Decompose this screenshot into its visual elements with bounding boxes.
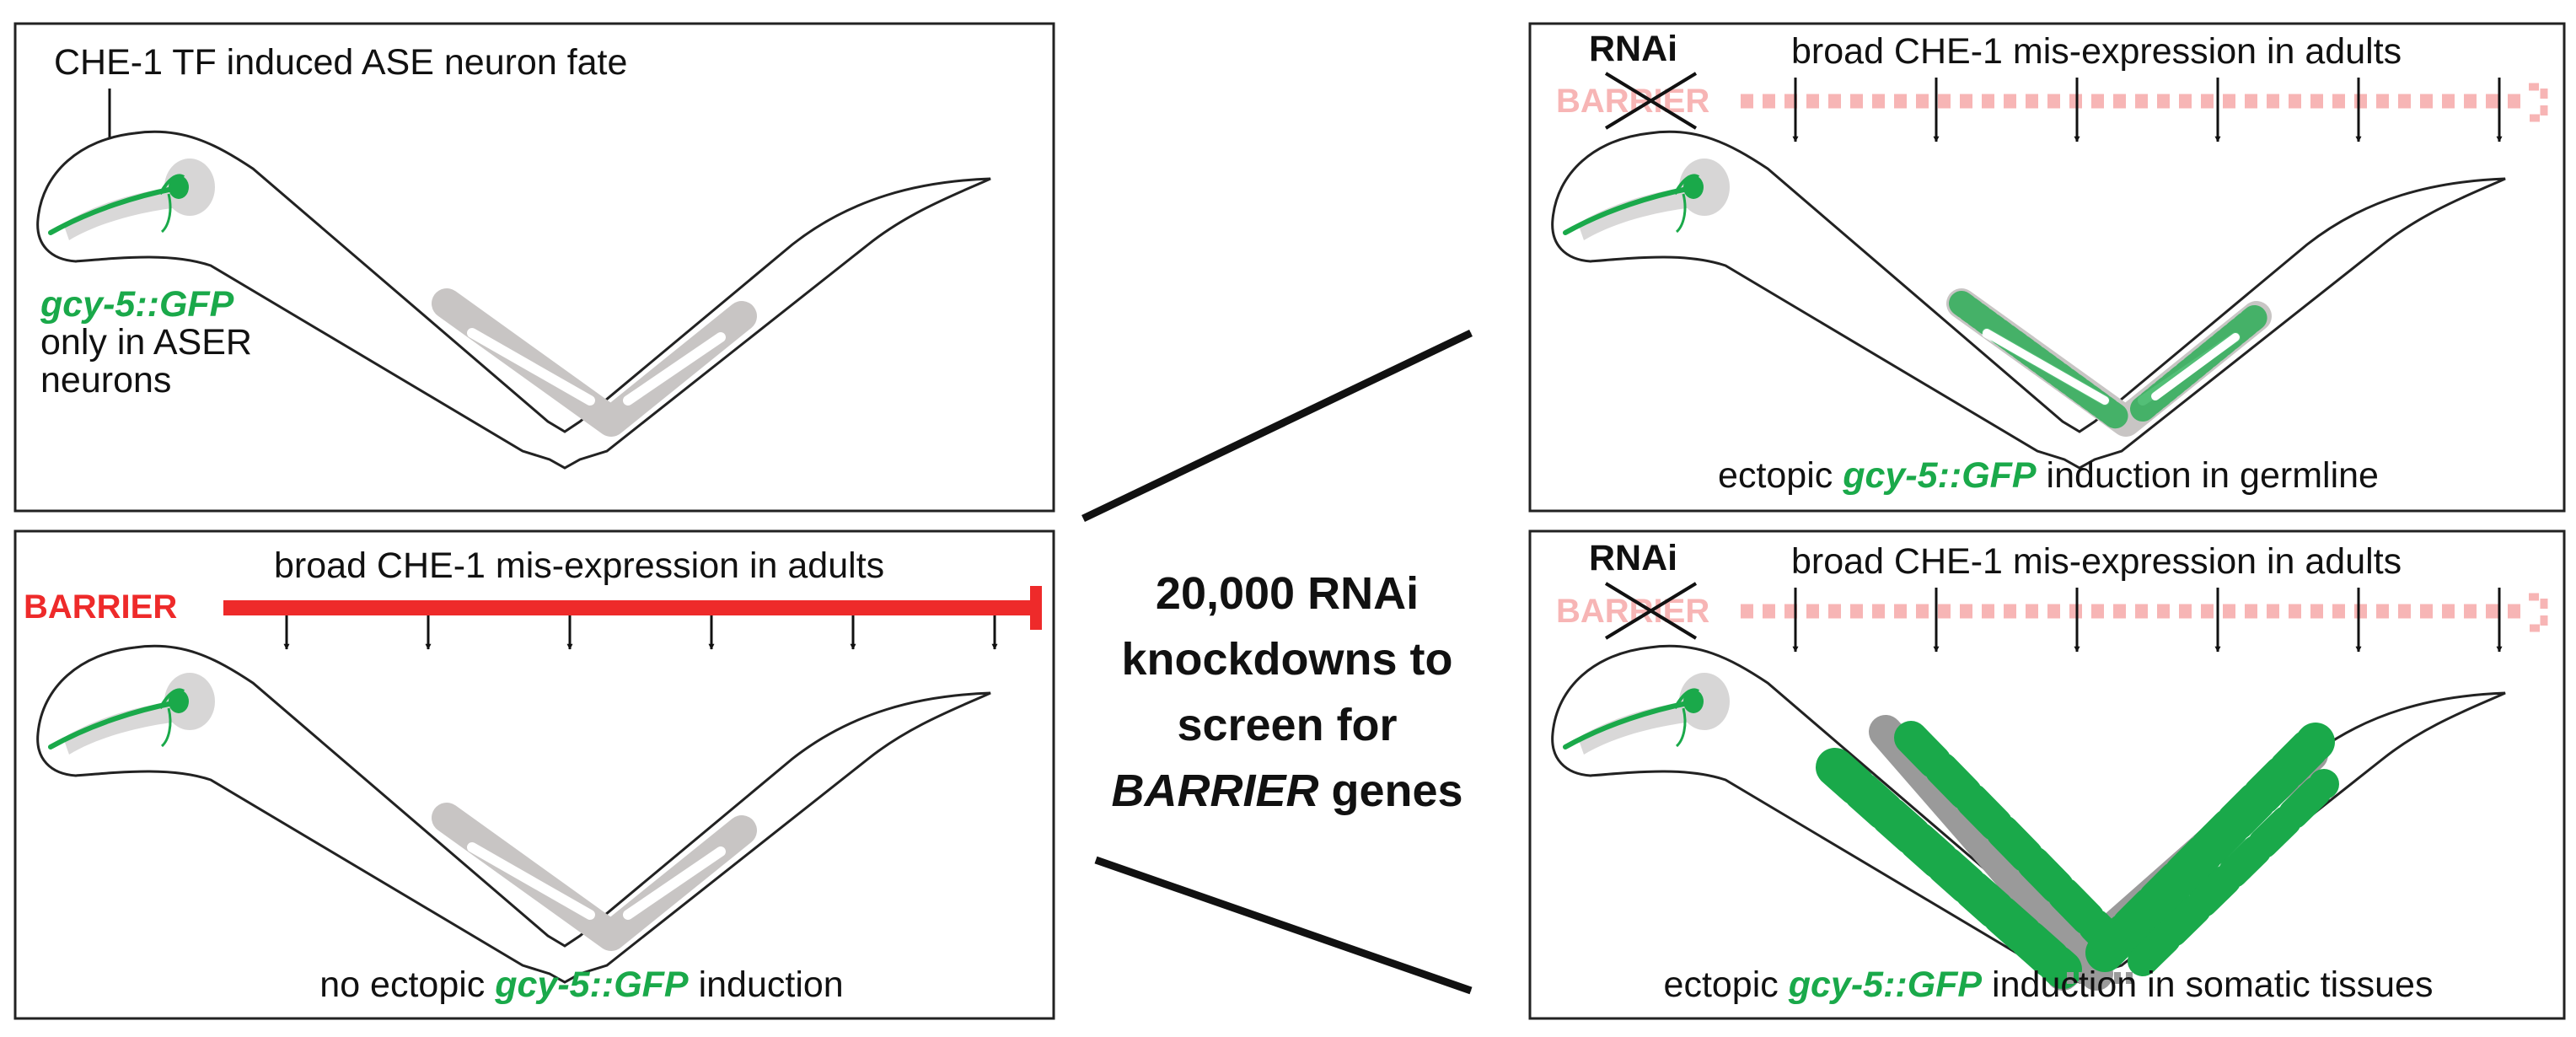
- cross-mark: [1604, 72, 1698, 130]
- barrier-stop-faded: [2529, 83, 2548, 122]
- panel-top-left: CHE-1 TF induced ASE neuron fate gcy-5::…: [13, 22, 1055, 513]
- panel-top-right: RNAi BARRIER broad CHE-1 mis-expression …: [1528, 22, 2566, 513]
- panel-frame: [13, 529, 1055, 1020]
- barrier-label: BARRIER: [24, 588, 177, 626]
- rnai-label: RNAi: [1589, 538, 1677, 578]
- arrow-to-top-right: [1081, 329, 1473, 523]
- panel-header: broad CHE-1 mis-expression in adults: [274, 545, 884, 586]
- arrow-to-bottom-right: [1094, 856, 1473, 995]
- center-line-4: BARRIER genes: [1111, 766, 1462, 816]
- panel-caption: ectopic gcy-5::GFP induction in germline: [1718, 455, 2379, 496]
- rnai-label: RNAi: [1589, 29, 1677, 69]
- expression-arrows: [1792, 588, 2503, 653]
- panel-bottom-left: broad CHE-1 mis-expression in adults BAR…: [13, 529, 1055, 1020]
- barrier-stop: [1030, 586, 1042, 630]
- panel-title: CHE-1 TF induced ASE neuron fate: [54, 42, 627, 83]
- center-line-1: 20,000 RNAi: [1156, 568, 1419, 619]
- worm-illustration: [36, 644, 992, 984]
- barrier-bar: [223, 600, 1041, 615]
- cross-mark: [1604, 582, 1698, 640]
- panel-header: broad CHE-1 mis-expression in adults: [1791, 541, 2402, 582]
- panel-caption: ectopic gcy-5::GFP induction in somatic …: [1664, 964, 2434, 1005]
- center-line-2: knockdowns to: [1121, 634, 1452, 685]
- panel-frame: [1528, 529, 2566, 1020]
- panel-header: broad CHE-1 mis-expression in adults: [1791, 31, 2402, 72]
- center-line-3: screen for: [1177, 700, 1397, 750]
- expression-arrows: [1792, 78, 2503, 142]
- panel-caption: no ectopic gcy-5::GFP induction: [319, 964, 843, 1005]
- expression-arrows: [283, 615, 998, 650]
- reporter-desc-line-2: neurons: [40, 360, 171, 400]
- worm-illustration: [1551, 130, 2507, 470]
- barrier-stop-faded: [2529, 593, 2548, 632]
- worm-illustration: [1551, 644, 2507, 991]
- panel-frame: [13, 22, 1055, 513]
- reporter-label: gcy-5::GFP: [40, 284, 234, 325]
- center-block: 20,000 RNAi knockdowns to screen for BAR…: [1081, 329, 1473, 995]
- reporter-desc-line-1: only in ASER: [40, 322, 252, 363]
- panel-frame: [1528, 22, 2566, 513]
- panel-bottom-right: RNAi BARRIER broad CHE-1 mis-expression …: [1528, 529, 2566, 1020]
